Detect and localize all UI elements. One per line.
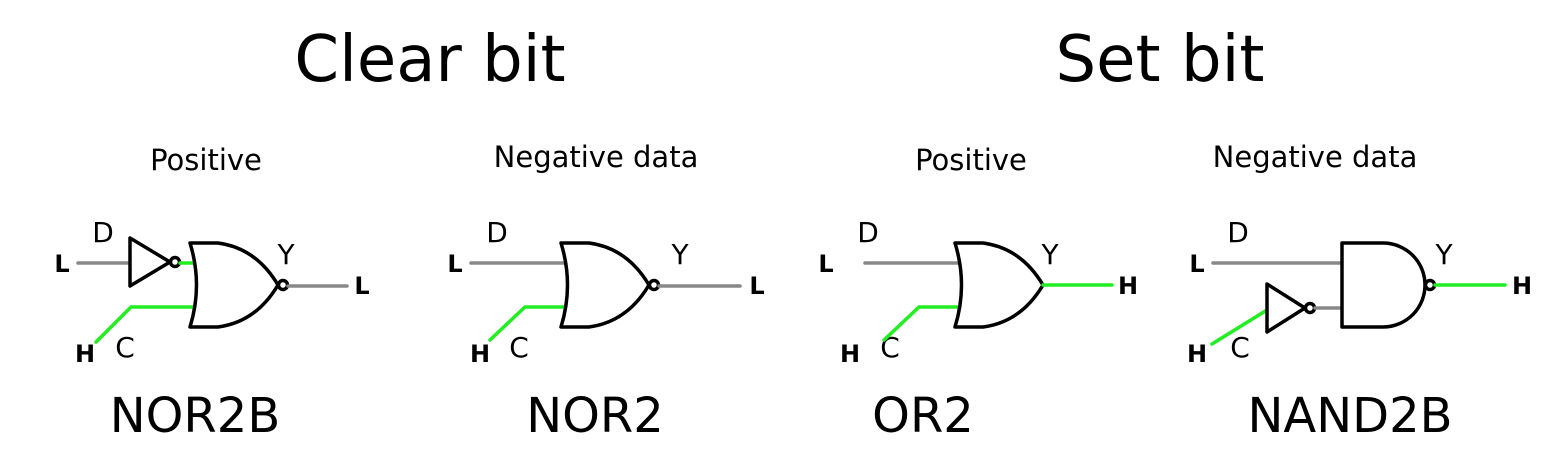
input-d-level: L bbox=[447, 250, 462, 278]
circuit-subtitle: Negative data bbox=[494, 140, 699, 174]
nor-gate-symbol bbox=[559, 241, 651, 329]
clear-bit-title: Clear bit bbox=[294, 23, 565, 97]
pin-c-label: C bbox=[1230, 331, 1250, 364]
gate-name: NAND2B bbox=[1247, 388, 1452, 444]
circuit-subtitle: Negative data bbox=[1213, 140, 1418, 174]
pin-y-label: Y bbox=[1434, 238, 1453, 271]
input-c-level: H bbox=[75, 340, 95, 368]
gate-name: NOR2 bbox=[526, 388, 664, 444]
input-d-level: L bbox=[818, 250, 833, 278]
inverter-symbol bbox=[1265, 282, 1307, 334]
pin-c-label: C bbox=[115, 331, 135, 364]
input-c-level: H bbox=[840, 340, 860, 368]
inversion-bubble bbox=[276, 278, 290, 292]
or-gate-symbol bbox=[953, 241, 1045, 329]
nor-gate-symbol bbox=[188, 241, 280, 329]
inverter-symbol bbox=[128, 236, 172, 288]
output-y-level: L bbox=[749, 272, 764, 300]
inversion-bubble bbox=[168, 255, 182, 269]
pin-d-label: D bbox=[1227, 216, 1249, 249]
circuit-subtitle: Positive bbox=[915, 143, 1027, 177]
nand-gate-symbol bbox=[1340, 241, 1427, 329]
output-y-level: H bbox=[1512, 272, 1532, 300]
pin-y-label: Y bbox=[670, 238, 689, 271]
pin-d-label: D bbox=[92, 216, 114, 249]
pin-y-label: Y bbox=[1040, 238, 1059, 271]
inversion-bubble bbox=[647, 278, 661, 292]
input-c-level: H bbox=[1187, 340, 1207, 368]
set-bit-title: Set bit bbox=[1056, 23, 1265, 97]
pin-d-label: D bbox=[857, 216, 879, 249]
output-y-level: H bbox=[1118, 272, 1138, 300]
inversion-bubble bbox=[1423, 278, 1437, 292]
inversion-bubble bbox=[1303, 301, 1317, 315]
wire-c bbox=[882, 305, 960, 342]
wire-c bbox=[1210, 308, 1269, 346]
pin-d-label: D bbox=[486, 216, 508, 249]
input-d-level: L bbox=[54, 250, 69, 278]
wire-c bbox=[94, 305, 196, 344]
input-c-level: H bbox=[470, 340, 490, 368]
gate-name: NOR2B bbox=[110, 388, 281, 444]
wire-c bbox=[488, 305, 566, 342]
gate-name: OR2 bbox=[872, 388, 974, 444]
output-y-level: L bbox=[354, 272, 369, 300]
pin-y-label: Y bbox=[276, 238, 295, 271]
circuit-subtitle: Positive bbox=[150, 143, 262, 177]
pin-c-label: C bbox=[509, 331, 529, 364]
input-d-level: L bbox=[1189, 250, 1204, 278]
